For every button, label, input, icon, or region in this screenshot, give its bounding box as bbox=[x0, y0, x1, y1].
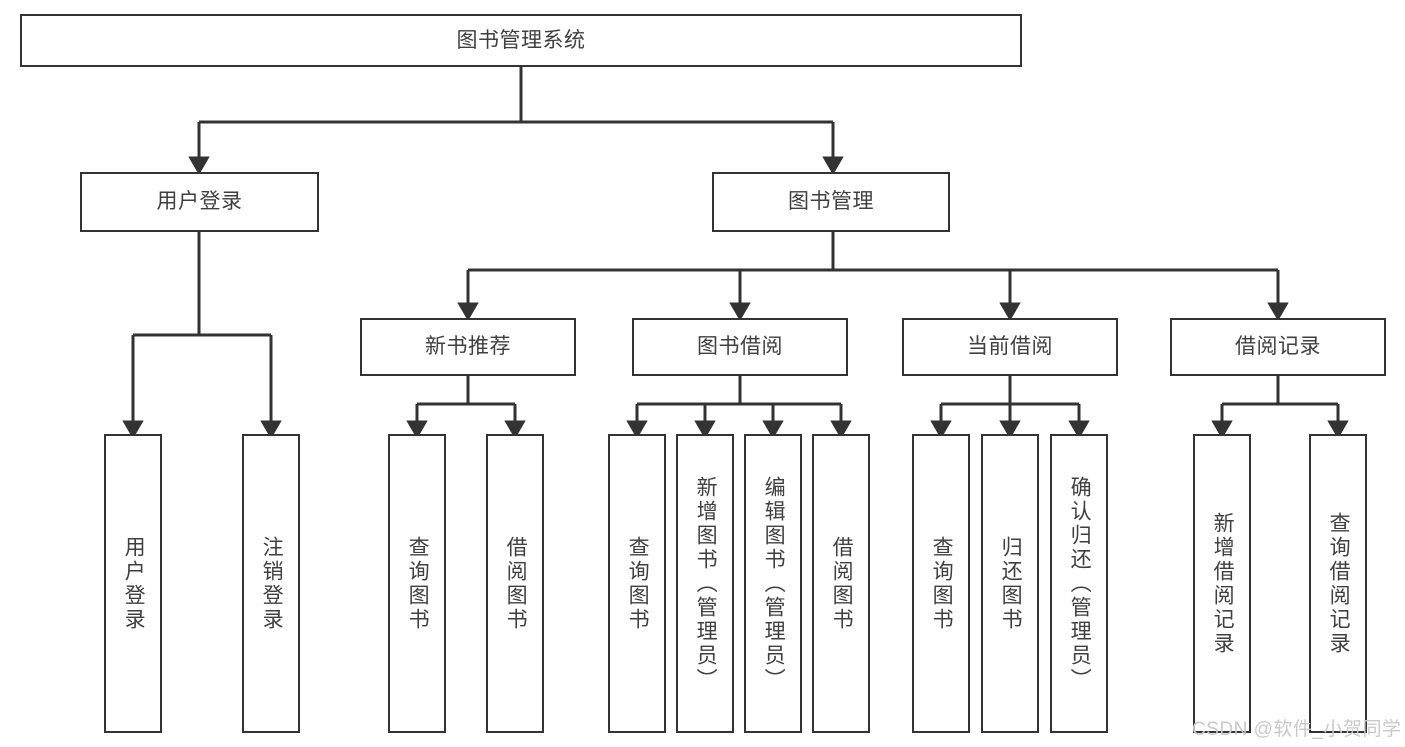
watermark-text: CSDN @软件_小贺同学 bbox=[1192, 719, 1402, 740]
leaf-query-borrow-record[interactable]: 查询借阅记录 bbox=[1309, 434, 1367, 733]
node-label: 借阅图书 bbox=[504, 535, 528, 632]
node-label: 图书管理 bbox=[788, 190, 874, 214]
node-label: 当前借阅 bbox=[967, 335, 1053, 359]
leaf-add-borrow-record[interactable]: 新增借阅记录 bbox=[1193, 434, 1251, 733]
leaf-borrow-books[interactable]: 借阅图书 bbox=[812, 434, 870, 733]
node-user-login[interactable]: 用户登录 bbox=[80, 172, 319, 232]
node-label: 新增图书（管理员） bbox=[694, 475, 718, 692]
node-label: 查询图书 bbox=[406, 535, 430, 632]
leaf-borrow-books-recommendation[interactable]: 借阅图书 bbox=[486, 434, 544, 733]
node-label: 用户登录 bbox=[156, 190, 243, 214]
node-label: 用户登录 bbox=[122, 535, 146, 632]
node-label: 借阅图书 bbox=[830, 535, 854, 632]
node-label: 新增借阅记录 bbox=[1211, 511, 1235, 656]
node-label: 图书管理系统 bbox=[456, 28, 586, 52]
leaf-add-book-admin[interactable]: 新增图书（管理员） bbox=[676, 434, 734, 733]
leaf-query-books-current[interactable]: 查询图书 bbox=[912, 434, 970, 733]
node-label: 确认归还（管理员） bbox=[1068, 475, 1092, 692]
node-label: 借阅记录 bbox=[1235, 335, 1321, 359]
node-label: 归还图书 bbox=[999, 535, 1023, 632]
node-book-management[interactable]: 图书管理 bbox=[712, 172, 950, 232]
node-label: 新书推荐 bbox=[425, 335, 511, 359]
node-book-borrowing[interactable]: 图书借阅 bbox=[632, 318, 848, 376]
node-new-book-recommendation[interactable]: 新书推荐 bbox=[360, 318, 576, 376]
leaf-query-books-borrowing[interactable]: 查询图书 bbox=[608, 434, 666, 733]
node-label: 图书借阅 bbox=[697, 335, 783, 359]
node-borrowing-records[interactable]: 借阅记录 bbox=[1170, 318, 1386, 376]
leaf-user-login[interactable]: 用户登录 bbox=[104, 434, 162, 733]
leaf-query-books-recommendation[interactable]: 查询图书 bbox=[388, 434, 446, 733]
node-label: 编辑图书（管理员） bbox=[762, 475, 786, 692]
leaf-confirm-return-admin[interactable]: 确认归还（管理员） bbox=[1050, 434, 1108, 733]
leaf-logout[interactable]: 注销登录 bbox=[242, 434, 300, 733]
node-label: 查询图书 bbox=[626, 535, 650, 632]
node-label: 查询借阅记录 bbox=[1327, 511, 1351, 656]
node-current-borrowing[interactable]: 当前借阅 bbox=[902, 318, 1118, 376]
node-label: 注销登录 bbox=[260, 535, 284, 632]
leaf-return-books[interactable]: 归还图书 bbox=[981, 434, 1039, 733]
node-book-management-system[interactable]: 图书管理系统 bbox=[20, 14, 1022, 67]
node-label: 查询图书 bbox=[930, 535, 954, 632]
leaf-edit-book-admin[interactable]: 编辑图书（管理员） bbox=[744, 434, 802, 733]
